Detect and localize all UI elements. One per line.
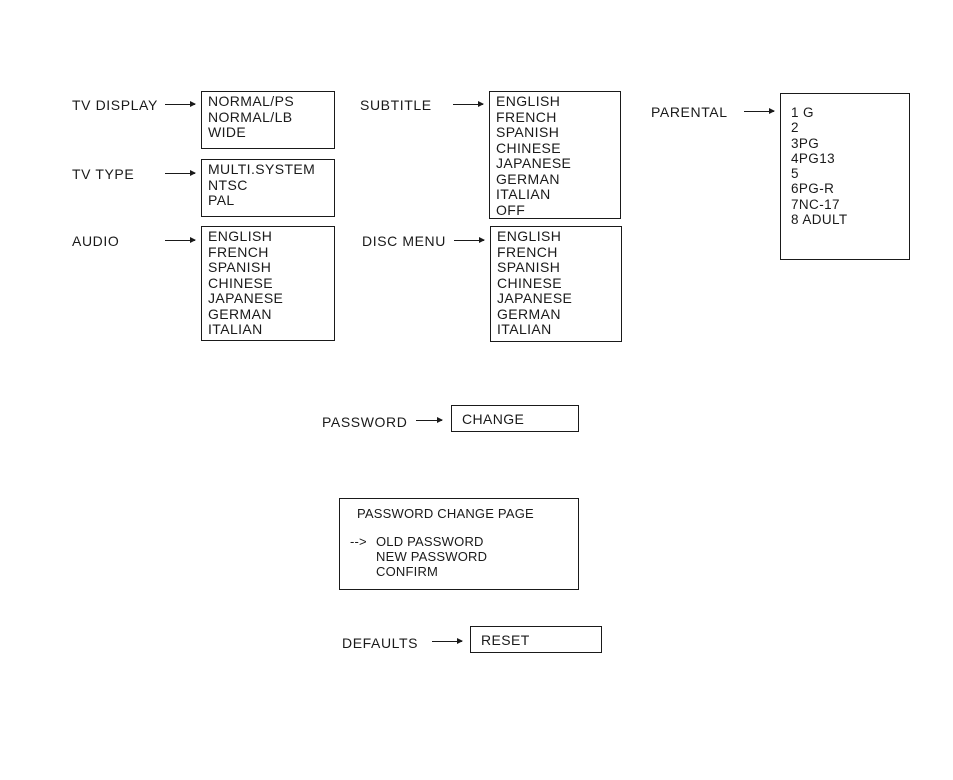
parental-option[interactable]: 1 G: [791, 105, 814, 120]
subtitle-option[interactable]: ENGLISH: [496, 93, 561, 109]
parental-option[interactable]: 2: [791, 120, 799, 136]
subtitle-option[interactable]: CHINESE: [496, 139, 562, 156]
defaults-arrow: [432, 638, 463, 644]
subtitle-option[interactable]: SPANISH: [496, 124, 560, 140]
tv-display-option[interactable]: NORMAL/PS: [208, 93, 295, 109]
password-change-option[interactable]: CHANGE: [451, 405, 579, 432]
subtitle-option[interactable]: OFF: [496, 201, 526, 218]
parental-label: PARENTAL: [651, 104, 728, 120]
tv-display-options-box: NORMAL/PS NORMAL/LB WIDE: [201, 91, 335, 149]
subtitle-option[interactable]: JAPANESE: [496, 155, 572, 171]
disc-menu-option[interactable]: ITALIAN: [497, 321, 552, 337]
subtitle-arrow: [453, 101, 484, 107]
parental-option[interactable]: 3PG: [791, 135, 820, 151]
confirm-item[interactable]: CONFIRM: [376, 564, 439, 579]
parental-option[interactable]: 6PG-R: [791, 181, 835, 197]
tv-type-label: TV TYPE: [72, 166, 135, 182]
disc-menu-option[interactable]: JAPANESE: [497, 290, 573, 306]
tv-type-option[interactable]: MULTI.SYSTEM: [208, 161, 316, 177]
disc-menu-option[interactable]: SPANISH: [497, 259, 561, 275]
tv-display-label: TV DISPLAY: [72, 97, 158, 113]
disc-menu-option[interactable]: ENGLISH: [497, 228, 562, 244]
audio-label: AUDIO: [72, 233, 120, 249]
audio-arrow: [165, 237, 196, 243]
parental-option[interactable]: 8 ADULT: [791, 212, 848, 228]
password-change-page-box: PASSWORD CHANGE PAGE --> OLD PASSWORD NE…: [339, 498, 579, 590]
audio-option[interactable]: ENGLISH: [208, 228, 273, 244]
subtitle-option[interactable]: ITALIAN: [496, 186, 551, 202]
parental-option[interactable]: 4PG13: [791, 150, 836, 166]
disc-menu-label: DISC MENU: [362, 233, 446, 249]
defaults-label: DEFAULTS: [342, 635, 419, 651]
subtitle-option[interactable]: FRENCH: [496, 108, 557, 125]
subtitle-label: SUBTITLE: [360, 97, 432, 113]
parental-options-box: 1 G 2 3PG 4PG13 5 6PG-R 7NC-17 8 ADULT: [780, 93, 910, 260]
disc-menu-option[interactable]: CHINESE: [497, 274, 563, 291]
tv-type-options-box: MULTI.SYSTEM NTSC PAL: [201, 159, 335, 217]
audio-option[interactable]: CHINESE: [208, 274, 274, 291]
audio-option[interactable]: FRENCH: [208, 243, 269, 260]
subtitle-option[interactable]: GERMAN: [496, 170, 560, 187]
password-change-page-title: PASSWORD CHANGE PAGE: [357, 506, 534, 521]
disc-menu-arrow: [454, 237, 485, 243]
new-password-item[interactable]: NEW PASSWORD: [376, 549, 488, 564]
old-password-item[interactable]: OLD PASSWORD: [376, 534, 484, 549]
audio-option[interactable]: ITALIAN: [208, 321, 263, 337]
audio-option[interactable]: GERMAN: [208, 305, 272, 322]
parental-arrow: [744, 108, 775, 114]
password-arrow: [416, 417, 443, 423]
disc-menu-option[interactable]: GERMAN: [497, 305, 561, 322]
parental-option[interactable]: 7NC-17: [791, 196, 840, 212]
disc-menu-options-box: ENGLISH FRENCH SPANISH CHINESE JAPANESE …: [490, 226, 622, 342]
parental-option[interactable]: 5: [791, 166, 799, 182]
selection-cursor: -->: [350, 534, 367, 549]
tv-type-option[interactable]: PAL: [208, 192, 235, 208]
audio-options-box: ENGLISH FRENCH SPANISH CHINESE JAPANESE …: [201, 226, 335, 341]
tv-display-arrow: [165, 101, 196, 107]
tv-type-option[interactable]: NTSC: [208, 176, 248, 193]
audio-option[interactable]: JAPANESE: [208, 290, 284, 306]
defaults-reset-option[interactable]: RESET: [470, 626, 602, 653]
tv-display-option[interactable]: WIDE: [208, 124, 247, 140]
audio-option[interactable]: SPANISH: [208, 259, 272, 275]
disc-menu-option[interactable]: FRENCH: [497, 243, 558, 260]
tv-type-arrow: [165, 170, 196, 176]
subtitle-options-box: ENGLISH FRENCH SPANISH CHINESE JAPANESE …: [489, 91, 621, 219]
tv-display-option[interactable]: NORMAL/LB: [208, 108, 293, 125]
password-label: PASSWORD: [322, 414, 408, 430]
